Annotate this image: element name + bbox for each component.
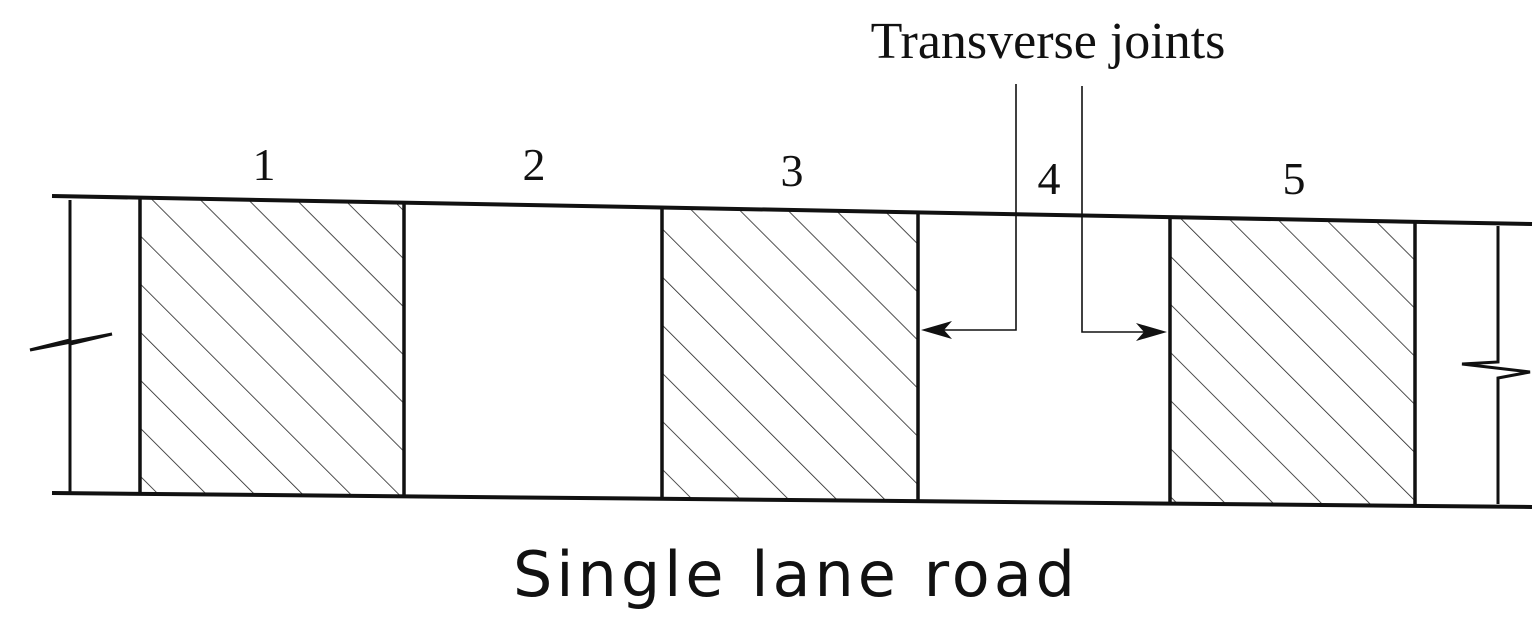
transverse-joints-label: Transverse joints [871,13,1226,70]
slab-label: 2 [523,139,546,190]
right-break-symbol [1461,226,1531,504]
slab-5-hatch [1170,196,1415,507]
road-bottom-edge [51,491,1533,509]
road-top-edge [51,194,1533,226]
left-arrowhead [921,321,952,339]
slab-label: 1 [253,139,276,190]
slab-3-hatch [662,196,918,507]
left-leader-line [932,84,1017,331]
slab-1-hatch [140,196,404,507]
right-leader-line [1081,86,1156,333]
diagram-caption: Single lane road [513,538,1079,611]
left-break-symbol [29,200,113,492]
right-arrowhead [1136,323,1167,341]
slab-label: 5 [1283,153,1306,204]
slab-label: 4 [1038,153,1061,204]
slab-hatching [140,196,1415,507]
transverse-joint-leaders [932,84,1156,333]
slab-label: 3 [781,145,804,196]
